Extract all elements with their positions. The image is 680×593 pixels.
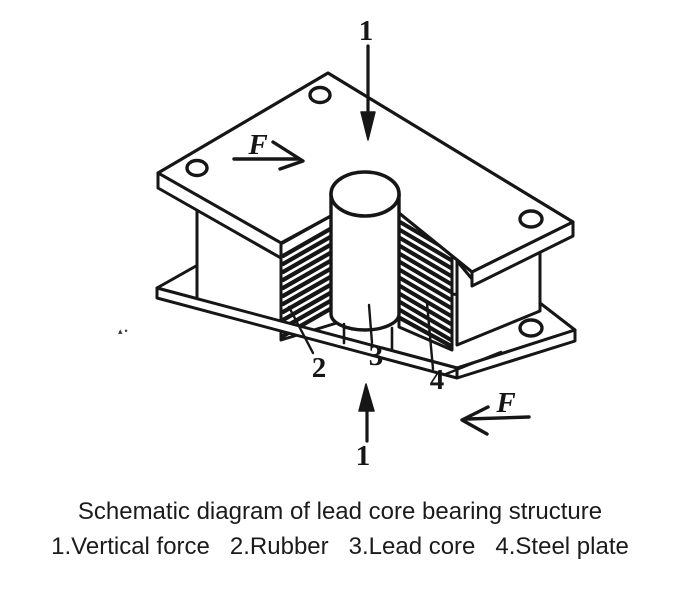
label-lead-core: 3 [368,340,384,372]
leader-line-steel-plate [444,350,503,376]
vertical-force-arrow-top [360,44,376,141]
shear-force-arrow-top [232,140,305,171]
bolt-hole-bottom-right [518,318,544,338]
label-rubber: 2 [311,352,327,384]
bearing-diagram [155,44,577,443]
ink-smudge: ▴• [118,326,130,336]
caption-legend: 1.Vertical force 2.Rubber 3.Lead core 4.… [51,533,629,560]
shear-force-arrow-bottom [460,405,531,436]
leader-line-lead-core [367,303,374,345]
caption-title: Schematic diagram of lead core bearing s… [77,498,603,525]
leader-line-rubber [287,305,315,355]
right-bearing-block [455,250,542,347]
bottom-plate-front-edge [155,286,577,380]
bolt-hole-top-right [518,209,544,229]
label-vertical-force-top: 1 [358,15,374,47]
leader-line-steel-layer [425,301,435,371]
label-steel-plate: 4 [429,364,445,396]
label-vertical-force-bottom: 1 [355,440,371,472]
rubber-layers-right-hatch [397,211,454,352]
lead-core-cylinder [329,170,401,351]
label-shear-force-bottom: F [496,387,516,419]
vertical-force-arrow-bottom [358,383,375,443]
bolt-hole-top-back [308,85,332,105]
bolt-hole-top-left [185,158,209,178]
label-shear-force-top: F [248,129,268,161]
